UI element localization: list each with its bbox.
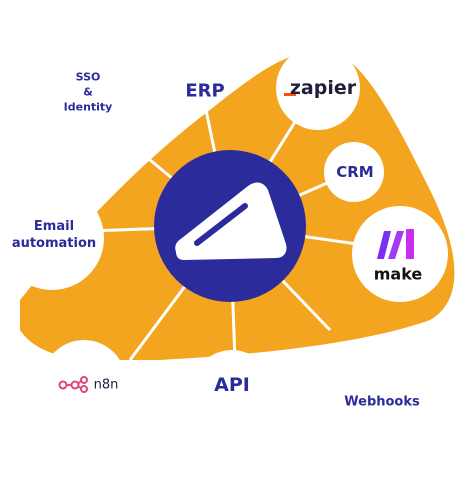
make-logo-text: make bbox=[373, 264, 423, 284]
node-circle-email bbox=[0, 186, 104, 290]
n8n-logo-text: n8n bbox=[93, 377, 119, 393]
bottom-white-band bbox=[0, 360, 468, 483]
node-circle-zapier bbox=[276, 46, 360, 130]
label-sso: SSO & Identity bbox=[63, 70, 113, 114]
label-webhooks: Webhooks bbox=[344, 394, 420, 410]
node-circle-crm bbox=[324, 142, 384, 202]
node-circle-make bbox=[352, 206, 448, 302]
label-api: API bbox=[214, 374, 250, 396]
label-email-automation: Email automation bbox=[11, 219, 97, 251]
make-bars-icon bbox=[377, 229, 414, 259]
label-erp: ERP bbox=[185, 80, 225, 102]
zapier-underscore-icon bbox=[284, 93, 296, 96]
node-circle-sso bbox=[33, 28, 157, 152]
n8n-nodes-icon bbox=[58, 376, 88, 393]
wedge-logo-icon bbox=[175, 182, 287, 260]
zapier-logo-text: zapier bbox=[289, 77, 357, 99]
label-crm: CRM bbox=[336, 163, 374, 181]
